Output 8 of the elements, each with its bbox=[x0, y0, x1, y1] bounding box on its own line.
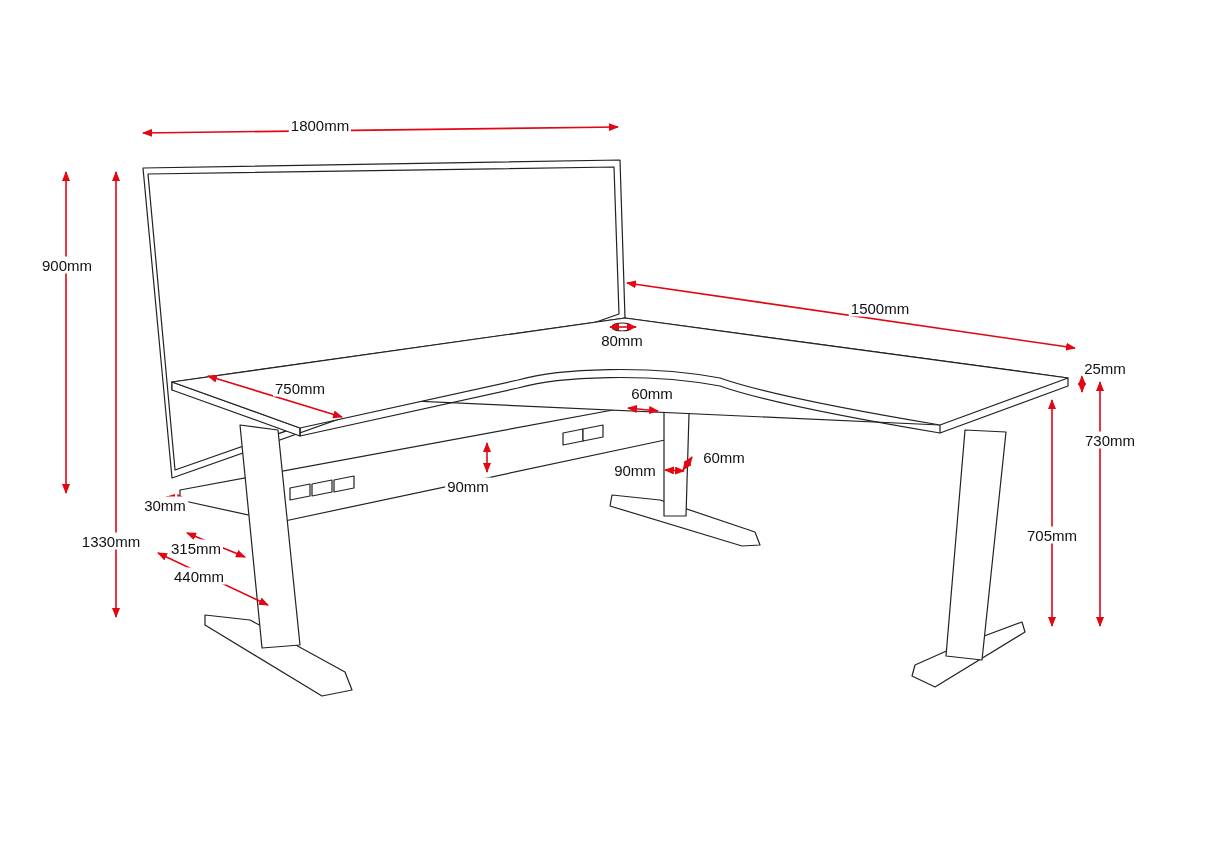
dimension-label: 705mm bbox=[1025, 526, 1079, 544]
dimension-label: 730mm bbox=[1083, 431, 1137, 449]
dimension-label: 315mm bbox=[169, 539, 223, 557]
dimension-label: 440mm bbox=[172, 567, 226, 585]
dimension-label: 900mm bbox=[40, 256, 94, 274]
dimension-label: 90mm bbox=[445, 477, 491, 495]
dimension-label: 30mm bbox=[142, 496, 188, 514]
dimension-label: 1330mm bbox=[79, 532, 143, 550]
